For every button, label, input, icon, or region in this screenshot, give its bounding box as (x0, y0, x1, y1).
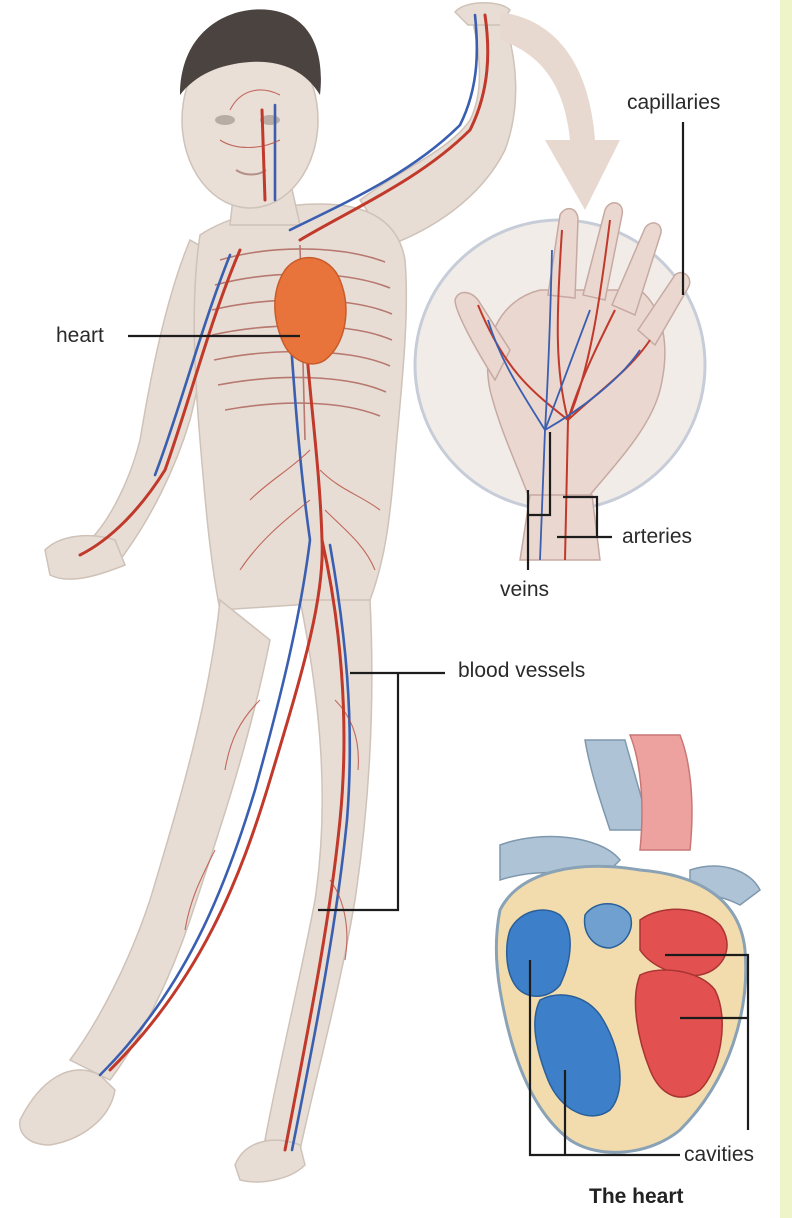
cavities-label: cavities (684, 1144, 754, 1165)
veins-label: veins (500, 579, 549, 600)
capillaries-label: capillaries (627, 92, 720, 113)
child-body-figure (20, 3, 516, 1182)
zoom-arrow (500, 12, 620, 210)
blood-vessels-label: blood vessels (458, 660, 585, 681)
heart-label: heart (56, 325, 104, 346)
arteries-label: arteries (622, 526, 692, 547)
heart-caption: The heart (589, 1186, 684, 1207)
hand-magnifier (415, 203, 705, 560)
heart-organ-shape (275, 258, 346, 364)
heart-cross-section (496, 735, 760, 1152)
page-edge-tint (780, 0, 792, 1218)
